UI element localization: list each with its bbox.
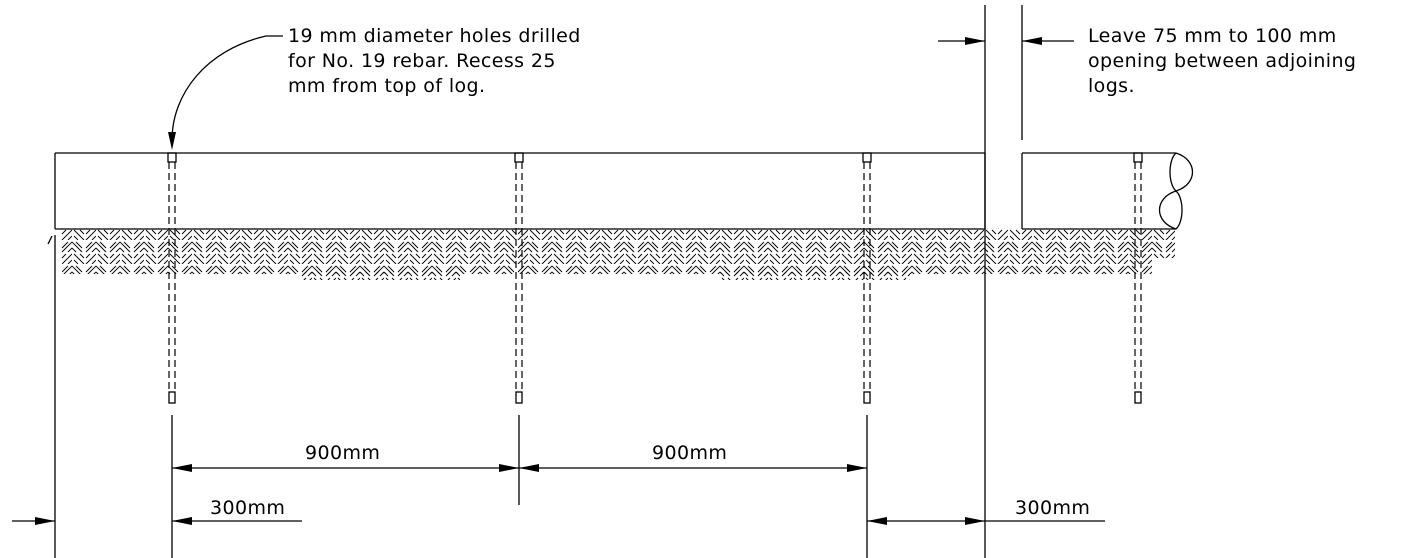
rebar-hole-1	[167, 152, 177, 404]
dimension-300-left: 300mm	[12, 497, 302, 525]
log-right	[1021, 152, 1193, 230]
gap-dimension	[938, 37, 1074, 45]
soil-hatch	[47, 228, 1175, 280]
gap-note: Leave 75 mm to 100 mm opening between ad…	[1088, 25, 1356, 97]
break-line	[1159, 152, 1193, 230]
dimension-extension-lines	[54, 235, 868, 558]
dimension-label-300-right: 300mm	[1015, 497, 1090, 519]
gap-note-line-1: Leave 75 mm to 100 mm	[1088, 25, 1337, 47]
dimension-300-right: 300mm	[867, 497, 1105, 525]
rebar-recess	[1133, 152, 1143, 163]
gap-note-line-2: opening between adjoining	[1088, 50, 1356, 72]
rebar-end	[1134, 391, 1142, 404]
dimension-900-second: 900mm	[519, 442, 867, 472]
log-left	[54, 152, 986, 230]
dimension-label-900-second: 900mm	[652, 442, 727, 464]
dimension-label-300-left: 300mm	[210, 497, 285, 519]
rebar-hole-4	[1133, 152, 1143, 404]
gap-extension-lines	[984, 5, 1023, 558]
rebar-group	[167, 152, 1143, 404]
hole-note-leader	[168, 35, 283, 150]
rebar-recess	[167, 152, 177, 163]
rebar-hole-3	[862, 152, 872, 404]
rebar-end	[863, 391, 871, 404]
gap-note-line-3: logs.	[1088, 75, 1135, 97]
hole-note: 19 mm diameter holes drilled for No. 19 …	[288, 25, 581, 97]
rebar-recess	[862, 152, 872, 163]
rebar-hole-2	[514, 152, 524, 404]
rebar-end	[515, 391, 523, 404]
rebar-end	[168, 391, 176, 404]
hole-note-line-2: for No. 19 rebar. Recess 25	[288, 50, 556, 72]
dimension-900-first: 900mm	[172, 442, 519, 472]
dimension-label-900-first: 900mm	[305, 442, 380, 464]
hole-note-line-3: mm from top of log.	[288, 75, 485, 97]
hole-note-line-1: 19 mm diameter holes drilled	[288, 25, 581, 47]
rebar-recess	[514, 152, 524, 163]
